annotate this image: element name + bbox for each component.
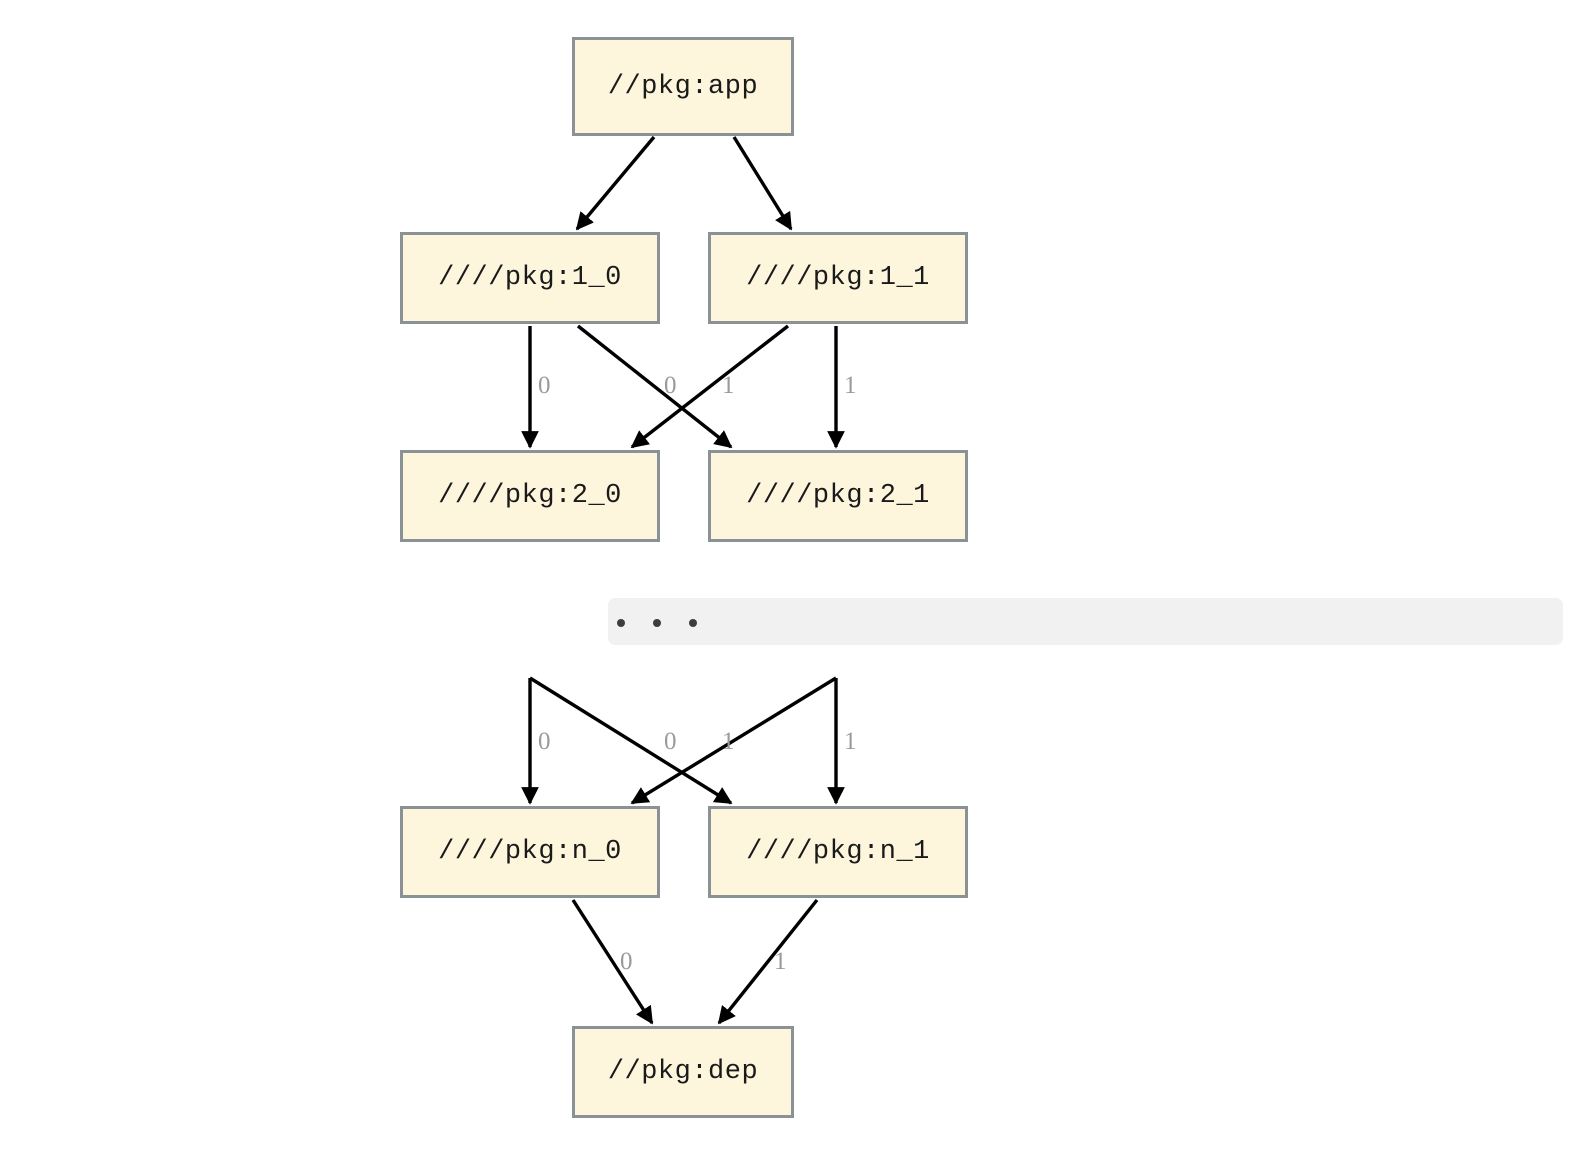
graph-edge-app-to-n1_1	[732, 136, 793, 231]
graph-edge-n1_0-to-n2_1	[576, 324, 733, 449]
graph-edge-src-to-nn_1	[529, 676, 733, 805]
edge-label: 0	[664, 372, 677, 399]
edge-label: 0	[664, 728, 677, 755]
ellipsis-dots	[617, 619, 697, 627]
edge-label: 1	[722, 728, 735, 755]
graph-node-nn_1[interactable]: ////pkg:n_1	[708, 806, 968, 898]
edge-label: 0	[538, 372, 551, 399]
ellipsis-dot	[617, 619, 625, 627]
graph-node-app[interactable]: //pkg:app	[572, 37, 794, 136]
graph-node-label: ////pkg:1_1	[746, 263, 930, 293]
graph-node-label: ////pkg:n_1	[746, 837, 930, 867]
graph-edge-nn_0-to-dep	[571, 899, 654, 1025]
graph-node-label: ////pkg:n_0	[438, 837, 622, 867]
edge-label: 1	[774, 948, 787, 975]
graph-node-n2_0[interactable]: ////pkg:2_0	[400, 450, 660, 542]
edge-label: 0	[620, 948, 633, 975]
ellipsis-dot	[653, 619, 661, 627]
ellipsis-continuation-band	[608, 598, 1563, 645]
graph-node-label: ////pkg:2_1	[746, 481, 930, 511]
graph-node-n1_1[interactable]: ////pkg:1_1	[708, 232, 968, 324]
graph-edge-app-to-n1_0	[575, 135, 656, 231]
graph-node-n1_0[interactable]: ////pkg:1_0	[400, 232, 660, 324]
edge-label: 0	[538, 728, 551, 755]
graph-edge-nn_1-to-dep	[717, 898, 819, 1025]
edge-label: 1	[722, 372, 735, 399]
graph-node-dep[interactable]: //pkg:dep	[572, 1026, 794, 1118]
graph-node-n2_1[interactable]: ////pkg:2_1	[708, 450, 968, 542]
graph-node-label: //pkg:dep	[607, 1057, 759, 1087]
graph-node-label: ////pkg:1_0	[438, 263, 622, 293]
graph-edge-n1_1-to-n2_0	[630, 324, 790, 449]
graph-node-nn_0[interactable]: ////pkg:n_0	[400, 806, 660, 898]
edge-label: 1	[844, 372, 857, 399]
graph-node-label: //pkg:app	[607, 71, 759, 102]
graph-node-label: ////pkg:2_0	[438, 481, 622, 511]
edge-lines	[521, 135, 845, 1025]
ellipsis-dot	[689, 619, 697, 627]
graph-edge-src-to-nn_0	[630, 676, 837, 805]
edge-label: 1	[844, 728, 857, 755]
